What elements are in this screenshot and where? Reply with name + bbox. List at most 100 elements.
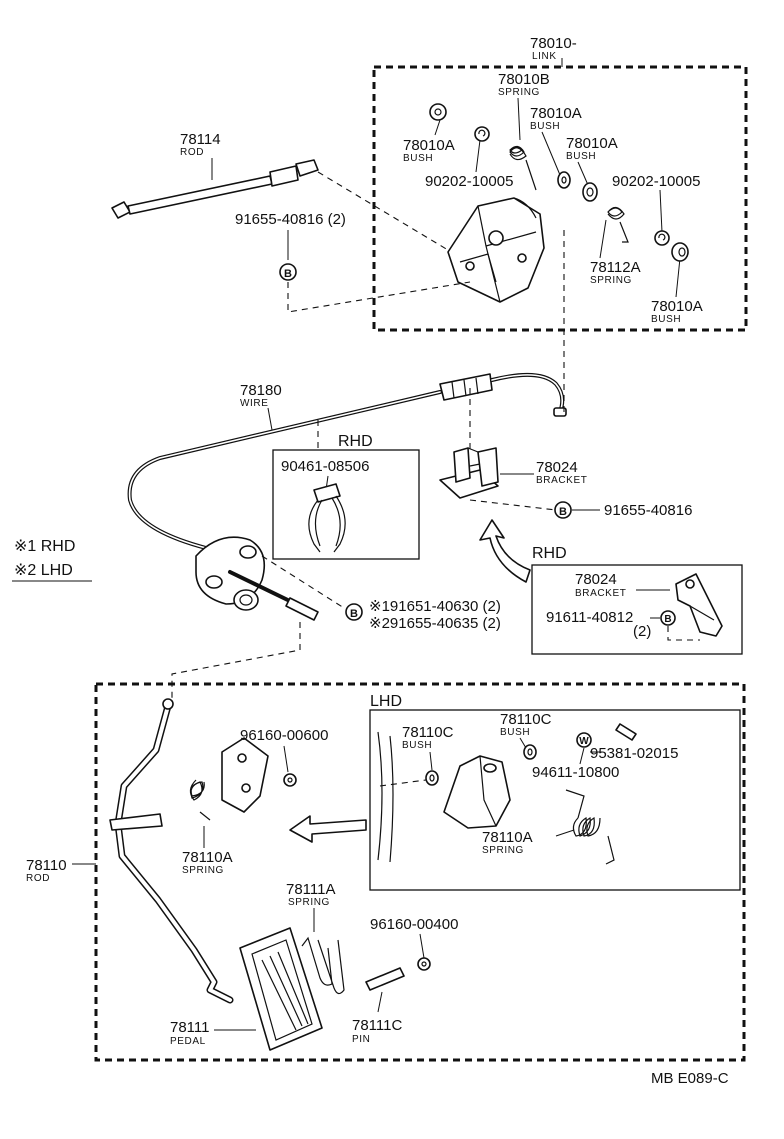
- bush-a4-name: BUSH: [651, 314, 681, 325]
- spring-rod-name: SPRING: [182, 865, 224, 876]
- pin-icon: [615, 723, 637, 741]
- spring-pedal-name: SPRING: [288, 897, 330, 908]
- link-part: [447, 197, 545, 303]
- spring-pedal-number: 78111A: [286, 881, 336, 898]
- clip-b-number: 90202-10005: [612, 173, 700, 190]
- bolt-bracket-number: 91655-40816: [604, 502, 692, 519]
- svg-text:B: B: [284, 268, 292, 280]
- bolt-symbol: B: [554, 501, 572, 519]
- bolt-symbol: B: [660, 610, 676, 626]
- washer-icon: [417, 957, 431, 971]
- svg-text:B: B: [664, 614, 671, 625]
- svg-text:B: B: [350, 608, 358, 620]
- bolt-wire-1: ※191651-40630 (2): [369, 598, 501, 615]
- washer-top-number: 96160-00600: [240, 727, 328, 744]
- rhd-clip-title: RHD: [338, 433, 373, 450]
- spring-rod-number: 78110A: [182, 849, 233, 866]
- bracket-main-name: BRACKET: [536, 475, 587, 486]
- rod-bottom-name: ROD: [26, 873, 50, 884]
- pin-part: [365, 967, 405, 991]
- bolt-symbol: B: [279, 263, 297, 281]
- bush-icon: [582, 182, 598, 202]
- spring-top-name: SPRING: [498, 87, 540, 98]
- spring-lhd-number: 78110A: [482, 829, 533, 846]
- spring-icon: [509, 145, 537, 191]
- rod-top-name: ROD: [180, 147, 204, 158]
- svg-text:B: B: [559, 506, 567, 518]
- spring-link-name: SPRING: [590, 275, 632, 286]
- bush-icon: [429, 103, 447, 121]
- link-assembly-frame: [372, 65, 748, 332]
- bush-a3-number: 78010A: [566, 135, 618, 152]
- legend-rhd: ※1 RHD: [14, 538, 75, 555]
- spring-lhd-name: SPRING: [482, 845, 524, 856]
- clamp-icon: [308, 483, 346, 553]
- bush-icon: [557, 171, 571, 189]
- washer-icon: [283, 773, 297, 787]
- spring-icon: [301, 936, 345, 995]
- bush-c1-number: 78110C: [402, 724, 454, 741]
- bracket-main-number: 78024: [536, 459, 578, 476]
- svg-text:W: W: [579, 736, 589, 747]
- bush-icon: [671, 242, 689, 262]
- rhd-bracket-part: [675, 573, 723, 637]
- rhd-bracket-title: RHD: [532, 545, 567, 562]
- clip-icon: [474, 126, 490, 142]
- bush-a3-name: BUSH: [566, 151, 596, 162]
- pedal-part: [239, 927, 323, 1051]
- rod-bottom-part: [109, 698, 234, 1004]
- washer-symbol: W: [576, 732, 592, 748]
- diagram-code: MB E089-C: [651, 1070, 729, 1087]
- bush-a4-number: 78010A: [651, 298, 703, 315]
- pin-number: 78111C: [352, 1017, 402, 1034]
- link-name: LINK: [532, 51, 557, 62]
- bolt-wire-2: ※291655-40635 (2): [369, 615, 501, 632]
- curved-arrow-icon: [479, 519, 531, 583]
- washer-lhd-number: 94611-10800: [532, 764, 619, 781]
- wire-name: WIRE: [240, 398, 269, 409]
- pin-name: PIN: [352, 1034, 370, 1045]
- clip-a-number: 90202-10005: [425, 173, 513, 190]
- pedal-name: PEDAL: [170, 1036, 206, 1047]
- bush-a1-name: BUSH: [530, 121, 560, 132]
- pedal-bracket-part: [221, 737, 269, 813]
- clip-icon: [654, 230, 670, 246]
- rhd-bracket-bolt: 91611-40812: [546, 609, 633, 626]
- rod-top-part: [111, 159, 319, 219]
- lhd-detail-box: [369, 709, 741, 891]
- bush-c1-name: BUSH: [402, 740, 432, 751]
- bush-a1-number: 78010A: [530, 105, 582, 122]
- wire-end-fitting: [195, 536, 319, 621]
- pedal-assembly-frame: [94, 682, 746, 1062]
- bush-icon: [425, 770, 439, 786]
- pedal-number: 78111: [170, 1019, 210, 1036]
- bush-icon: [523, 744, 537, 760]
- rhd-clip-box: [272, 449, 420, 560]
- lhd-lever-part: [443, 755, 511, 829]
- spring-link-number: 78112A: [590, 259, 641, 276]
- rhd-bracket-qty: (2): [633, 623, 651, 640]
- washer-pedal-number: 96160-00400: [370, 916, 458, 933]
- bush-a2-number: 78010A: [403, 137, 455, 154]
- wire-cable: [127, 372, 567, 550]
- wire-number: 78180: [240, 382, 282, 399]
- link-number: 78010-: [530, 35, 577, 52]
- bush-c2-name: BUSH: [500, 727, 530, 738]
- pin-small-number: 95381-02015: [590, 745, 678, 762]
- rhd-clip-number: 90461-08506: [281, 458, 369, 475]
- spring-icon: [607, 206, 629, 243]
- bush-c2-number: 78110C: [500, 711, 552, 728]
- spring-icon: [189, 779, 211, 821]
- arrow-left-icon: [289, 815, 367, 843]
- spring-top-number: 78010B: [498, 71, 550, 88]
- rhd-bracket-name: BRACKET: [575, 588, 626, 599]
- rod-top-number: 78114: [180, 131, 221, 148]
- rod-bottom-number: 78110: [26, 857, 67, 874]
- legend-lhd: ※2 LHD: [14, 562, 73, 579]
- bolt-top-number: 91655-40816 (2): [235, 211, 346, 228]
- spring-icon: [565, 789, 615, 865]
- bracket-part: [439, 447, 499, 499]
- bolt-symbol: B: [345, 603, 363, 621]
